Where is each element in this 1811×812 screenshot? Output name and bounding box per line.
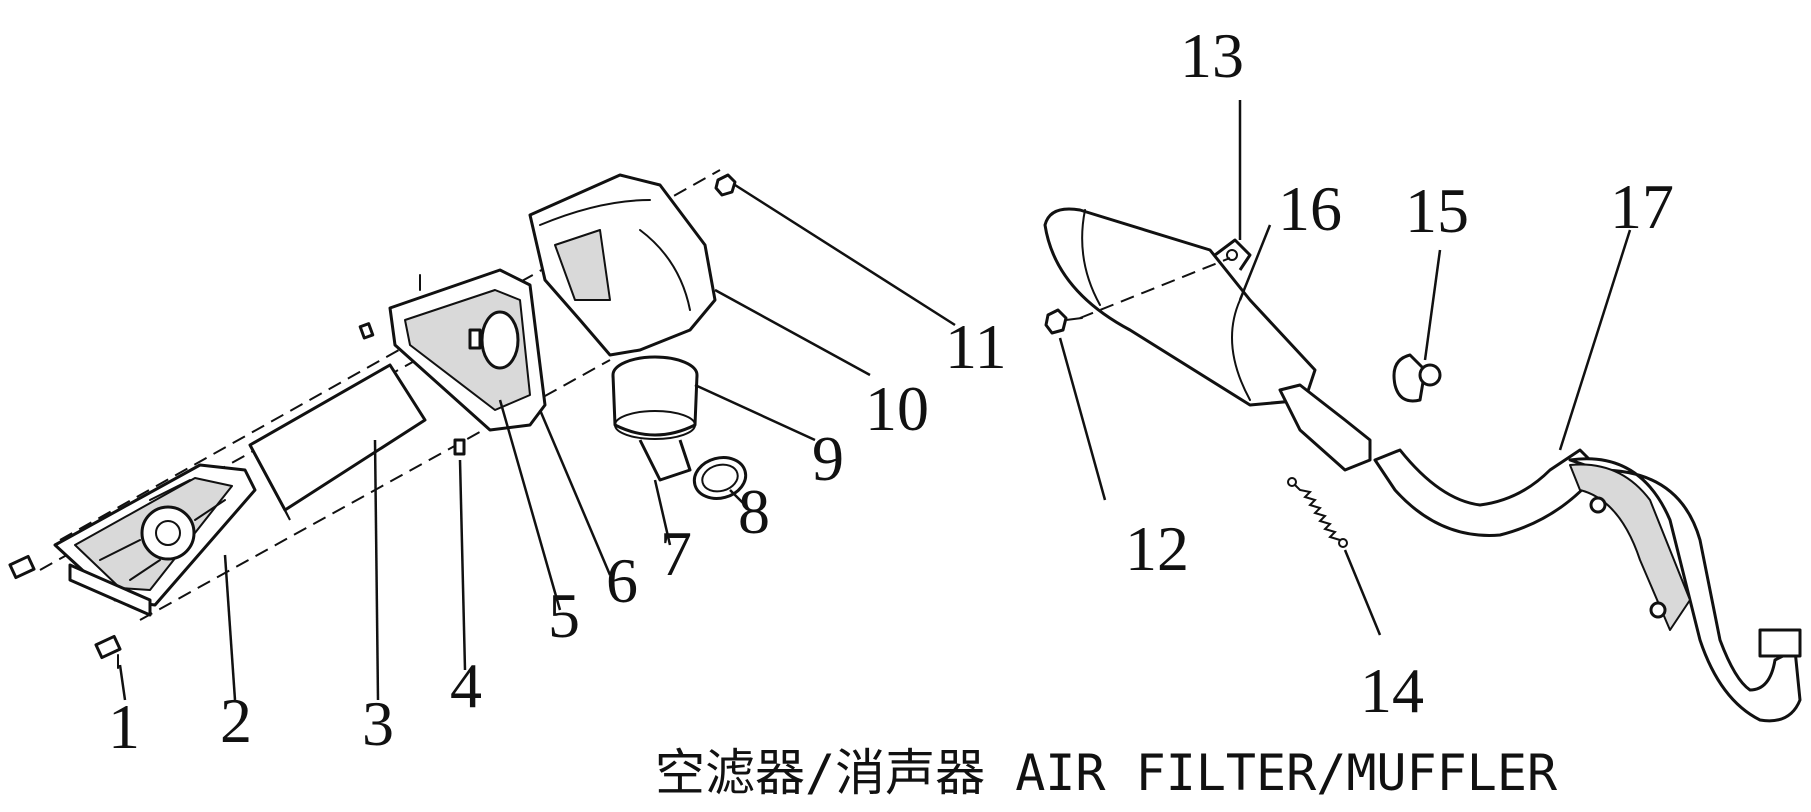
callout-11: 11 [945, 311, 1007, 382]
callout-1: 1 [108, 691, 140, 762]
filter-grille-part-2 [53, 463, 257, 617]
spring-part-14 [1287, 477, 1348, 548]
callout-16: 16 [1278, 173, 1342, 244]
muffler-part-16 [1043, 207, 1372, 472]
hose-clamp-part-8 [692, 456, 748, 500]
callout-12: 12 [1125, 513, 1189, 584]
leader-lines-left [118, 183, 956, 701]
callout-2: 2 [220, 685, 252, 756]
muffler-assembly [1043, 100, 1802, 723]
callout-4: 4 [450, 650, 482, 721]
assembly-axis-top [59, 169, 721, 541]
callout-9: 9 [812, 423, 844, 494]
air-filter-assembly [8, 169, 956, 701]
callout-10: 10 [865, 373, 929, 444]
callout-3: 3 [362, 688, 394, 759]
screw-part-4 [358, 322, 466, 456]
callout-17: 17 [1610, 171, 1674, 242]
leader-lines-right [1058, 100, 1632, 636]
callout-14: 14 [1360, 655, 1424, 726]
filter-housing-part-5-6 [388, 268, 547, 432]
callout-6: 6 [606, 545, 638, 616]
nut-part-11 [714, 173, 737, 197]
screw-part-1 [8, 554, 122, 669]
callout-15: 15 [1405, 175, 1469, 246]
callout-5: 5 [548, 580, 580, 651]
diagram-caption: 空滤器/消声器 AIR FILTER/MUFFLER [655, 744, 1558, 802]
callout-numbers: 1 2 3 4 5 6 7 8 9 10 11 12 13 14 15 16 1… [108, 20, 1674, 762]
callout-7: 7 [660, 518, 692, 589]
callout-13: 13 [1180, 20, 1244, 91]
intake-duct-part-10 [528, 173, 717, 357]
filter-element-part-3 [248, 363, 427, 521]
callout-8: 8 [738, 476, 770, 547]
bolt-part-12 [1044, 257, 1231, 335]
rubber-coupler-part-9 [611, 355, 699, 482]
header-pipe-part-17 [1373, 448, 1802, 723]
clamp-part-15 [1392, 353, 1442, 403]
